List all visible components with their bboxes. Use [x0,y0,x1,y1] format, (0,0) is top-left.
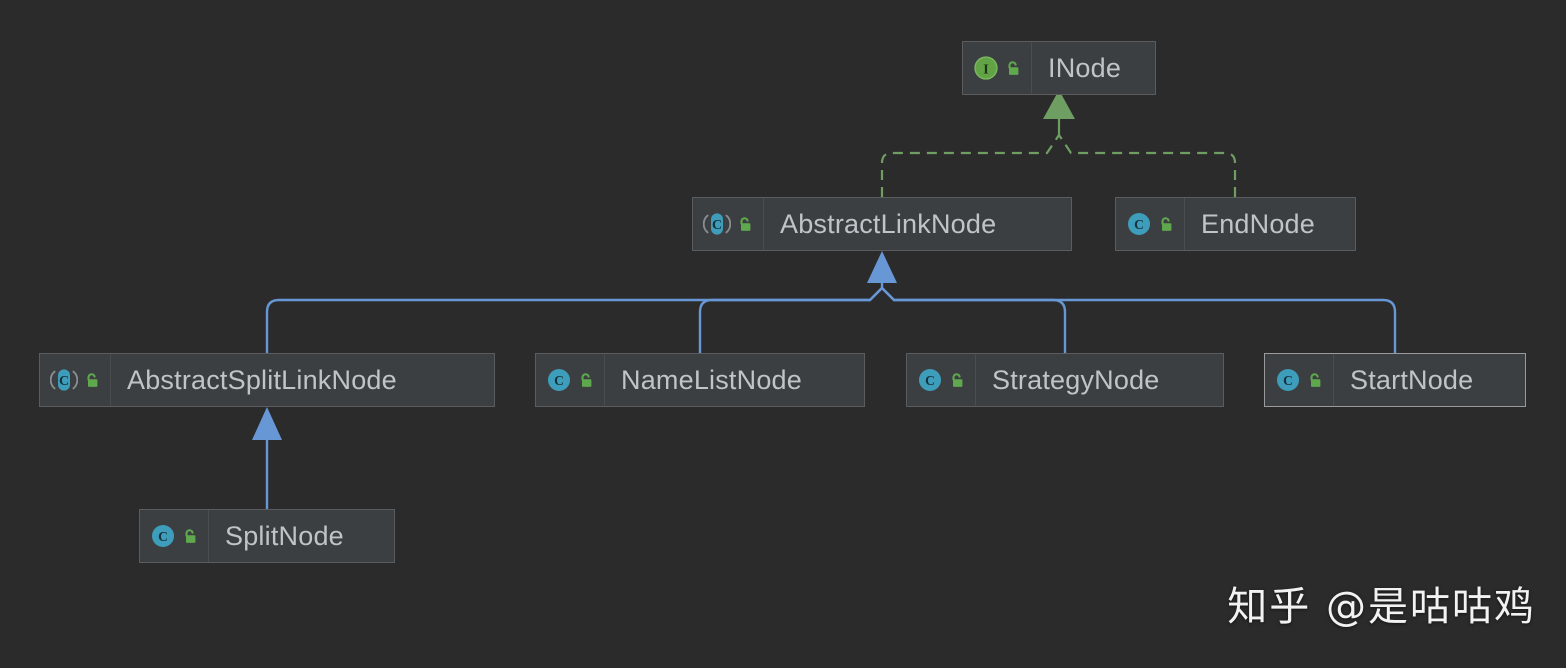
class-icon: C [919,369,941,391]
class-node-label-abstractsplitlinknode: AbstractSplitLinkNode [127,364,397,395]
class-node-label-strategynode: StrategyNode [992,364,1160,395]
svg-text:C: C [554,373,564,388]
class-node-label-startnode: StartNode [1350,364,1474,395]
realization-edge-abstractlinknode-inode [880,134,1060,197]
realization-edges [880,90,1237,197]
abstract-class-icon: C [50,369,78,391]
inheritance-edges-abstractlinknode [265,251,1397,353]
class-icon: C [548,369,570,391]
node-icon-gutter-inode: I [963,42,1032,94]
unlocked-icon [581,372,592,387]
class-node-startnode[interactable]: C StartNode [1264,353,1526,407]
class-icon: C [152,525,174,547]
unlocked-icon [1161,216,1172,231]
class-node-label-splitnode: SplitNode [225,520,344,551]
class-node-inode[interactable]: I INode [962,41,1156,95]
unlocked-icon [952,372,963,387]
svg-text:C: C [158,529,168,544]
inheritance-edge-namelistnode [698,287,883,353]
svg-text:C: C [1134,217,1144,232]
node-icon-gutter-namelistnode: C [536,354,605,406]
realization-edge-endnode-inode [1058,134,1237,197]
class-node-label-namelistnode: NameListNode [621,364,802,395]
interface-icon: I [974,56,998,80]
svg-text:C: C [1283,373,1293,388]
node-icon-gutter-abstractsplitlinknode: C [40,354,111,406]
class-node-abstractlinknode[interactable]: C AbstractLinkNode [692,197,1072,251]
inheritance-edge-splitnode-group [252,407,282,509]
unlocked-icon [87,372,98,387]
class-node-namelistnode[interactable]: C NameListNode [535,353,865,407]
unlocked-icon [185,528,196,543]
abstract-class-icon: C [703,213,731,235]
class-node-splitnode[interactable]: C SplitNode [139,509,395,563]
class-node-strategynode[interactable]: C StrategyNode [906,353,1224,407]
class-icon: C [1128,213,1150,235]
class-node-abstractsplitlinknode[interactable]: C AbstractSplitLinkNode [39,353,495,407]
class-node-endnode[interactable]: C EndNode [1115,197,1356,251]
watermark-text: 知乎 @是咕咕鸡 [1227,584,1536,630]
svg-text:C: C [59,374,69,389]
node-icon-gutter-strategynode: C [907,354,976,406]
inheritance-edge-strategynode [881,287,1067,353]
unlocked-icon [1310,372,1321,387]
class-node-label-inode: INode [1048,52,1122,83]
node-icon-gutter-abstractlinknode: C [693,198,764,250]
unlocked-icon [1008,60,1019,75]
unlocked-icon [740,216,751,231]
svg-text:C: C [712,218,722,233]
inheritance-arrowhead-icon-abstractlinknode [867,251,897,283]
svg-text:I: I [983,63,988,78]
node-icon-gutter-startnode: C [1265,354,1334,406]
node-icon-gutter-endnode: C [1116,198,1185,250]
inheritance-arrowhead-icon-splitnode [252,407,282,440]
svg-text:C: C [925,373,935,388]
class-node-label-abstractlinknode: AbstractLinkNode [780,208,997,239]
inheritance-edge-abstractsplitlinknode [265,287,883,353]
node-icon-gutter-splitnode: C [140,510,209,562]
class-node-label-endnode: EndNode [1201,208,1315,239]
inheritance-edge-startnode [881,287,1397,353]
class-icon: C [1277,369,1299,391]
